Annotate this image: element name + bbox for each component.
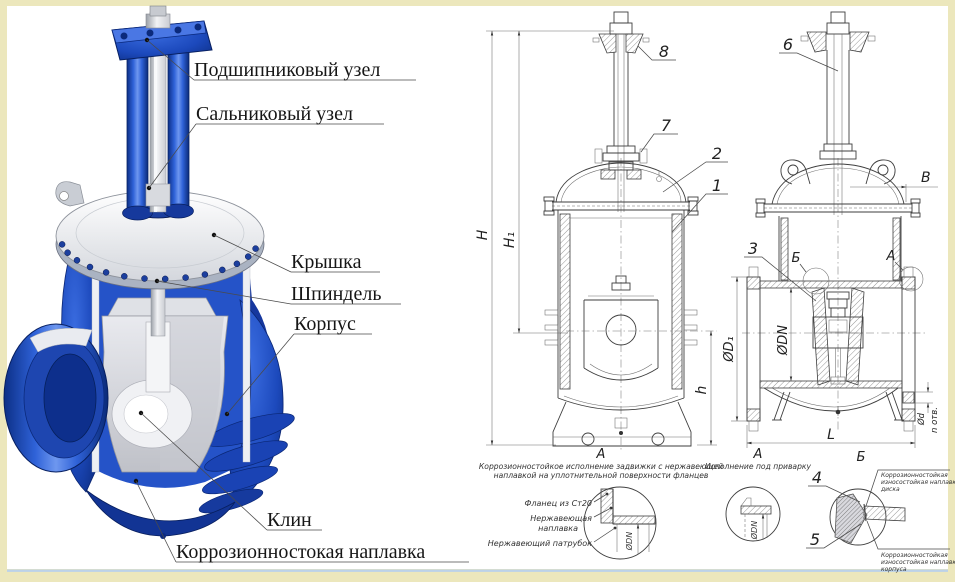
- cover-assembly: [55, 181, 265, 290]
- callout-4: 4: [808, 468, 861, 503]
- dimension-H1: H₁: [502, 30, 568, 334]
- callout-3-label: 3: [748, 239, 758, 258]
- callout-8: 8: [637, 42, 676, 61]
- detail-mark-A-label: А: [886, 249, 896, 264]
- cover-label: Крышка: [291, 251, 362, 273]
- spindle-label: Шпиндель: [291, 283, 381, 305]
- gland-block: [145, 183, 171, 207]
- dimension-h: h: [694, 330, 717, 446]
- detail-mark-A: А: [886, 249, 924, 292]
- bonnet-bolts-side: [755, 198, 921, 218]
- disc-overlay-line3: диска: [880, 486, 900, 493]
- label-cover: Крышка: [211, 232, 380, 273]
- inlet-flange: [3, 323, 109, 473]
- dimension-B: В: [850, 170, 938, 202]
- seat-section-shape: [864, 505, 906, 522]
- callout-1-label: 1: [712, 176, 722, 195]
- dim-D1-label: ØD₁: [722, 336, 737, 362]
- body-overlay-line1: Коррозионностойкая: [881, 552, 948, 559]
- dim-H-label: H: [475, 229, 491, 240]
- cover-bolts: [58, 241, 259, 283]
- lifting-lugs: [780, 159, 896, 185]
- side-feet: [772, 391, 904, 421]
- callout-2: 2: [662, 144, 728, 193]
- dimension-L: L: [746, 425, 916, 448]
- body-label: Корпус: [294, 313, 356, 335]
- callout-6-label: 6: [783, 35, 793, 54]
- label-wedge: Клин: [138, 410, 322, 531]
- detail-mark-B-label: Б: [792, 251, 801, 266]
- flange-material-label: Фланец из Ст20: [525, 499, 592, 508]
- disc-overlay-line1: Коррозионностойкая: [881, 472, 948, 479]
- detail-flanged-dn-label: ØDN: [624, 532, 634, 551]
- dimension-H: H: [475, 30, 614, 446]
- callout-3: 3: [744, 239, 817, 302]
- detail-mark-B: Б: [792, 251, 830, 295]
- callout-7-label: 7: [661, 116, 672, 135]
- front-view-drawing: H H₁ h 8 7 2 1: [475, 11, 728, 452]
- detail-flanged-view: А Коррозионностойкое исполнение задвижки…: [479, 447, 723, 560]
- dimension-D1: ØD₁: [722, 276, 747, 422]
- detail-weld-title: А: [753, 447, 763, 462]
- callout-8-label: 8: [659, 42, 669, 61]
- stainless-branch-label: Нержавеющий патрубок: [488, 539, 592, 548]
- bearing-unit-label: Подшипниковый узел: [194, 59, 380, 81]
- callout-6: 6: [779, 35, 839, 72]
- wedge-label: Клин: [267, 509, 312, 531]
- body-overlay-note: Коррозионностойкая износостойкая наплавк…: [866, 520, 955, 573]
- section-face-right: [242, 255, 251, 463]
- disc-overlay-note: Коррозионностойкая износостойкая наплавк…: [865, 469, 955, 507]
- body-stubs-front: [544, 309, 698, 346]
- valve-body-bottom: [85, 489, 236, 537]
- wedge-plate-right: [845, 287, 865, 386]
- callout-7: 7: [640, 116, 678, 153]
- stainless-overlay-label-2: наплавка: [538, 524, 578, 533]
- callout-4-label: 4: [812, 468, 822, 487]
- detail-flanged-callouts: Фланец из Ст20 Нержавеющая наплавка Нерж…: [488, 492, 617, 548]
- bearing-bracket: [111, 5, 213, 61]
- disc-overlay-line2: износостойкая наплавка: [881, 479, 955, 486]
- hardfacing-label: Коррозионностокая наплавка: [176, 541, 425, 563]
- body-overlay-line2: износостойкая наплавка: [881, 559, 955, 566]
- dimension-d-holes: Ød n отв.: [902, 382, 940, 433]
- detail-flanged-title: А: [596, 447, 606, 462]
- stainless-overlay-label-1: Нержавеющая: [530, 514, 592, 523]
- callout-2-label: 2: [712, 144, 722, 163]
- label-bearing-unit: Подшипниковый узел: [144, 37, 416, 81]
- dim-B-label: В: [921, 170, 931, 186]
- dim-H1-label: H₁: [502, 232, 518, 248]
- detail-weld-view: А Исполнение под приварку ØDN: [705, 447, 811, 542]
- detail-weld-subtitle: Исполнение под приварку: [705, 462, 811, 471]
- yoke-pillar-right: [167, 43, 190, 213]
- detail-weld-dn-label: ØDN: [749, 521, 759, 540]
- valve-cutaway-illustration: [3, 5, 295, 539]
- dim-n-holes-label: n отв.: [930, 407, 940, 433]
- dim-d-label: Ød: [916, 412, 927, 426]
- wedge-plate-left: [811, 287, 831, 386]
- bottom-divider-line: [7, 569, 948, 572]
- detail-seat-view: Б 4 5 Коррозионностойкая износостойкая н…: [806, 450, 955, 573]
- callout-1: 1: [671, 176, 728, 233]
- detail-flanged-subtitle-2: наплавкой на уплотнительной поверхности …: [494, 471, 709, 480]
- dimension-DN-side: ØDN: [776, 287, 793, 382]
- dim-L-label: L: [827, 427, 835, 443]
- yoke-pillar-left: [126, 43, 149, 213]
- detail-seat-title: Б: [857, 450, 866, 465]
- bonnet-bolts-front: [543, 196, 699, 216]
- dim-DN-side-label: ØDN: [776, 325, 791, 356]
- detail-flanged-subtitle-1: Коррозионностойкое исполнение задвижки с…: [479, 462, 723, 471]
- callout-5: 5: [806, 523, 862, 549]
- cutaway-labels: Подшипниковый узел Сальниковый узел Крыш…: [133, 37, 469, 563]
- callout-5-label: 5: [810, 530, 820, 549]
- body-overlay-line3: корпуса: [881, 566, 907, 573]
- dim-h-label: h: [694, 386, 710, 395]
- side-view-drawing: В Б: [722, 11, 940, 448]
- gland-unit-label: Сальниковый узел: [196, 103, 353, 125]
- label-spindle: Шпиндель: [154, 278, 401, 305]
- label-body: Корпус: [224, 313, 372, 417]
- label-hardfacing: Коррозионностокая наплавка: [133, 478, 469, 563]
- label-gland-unit: Сальниковый узел: [146, 103, 384, 191]
